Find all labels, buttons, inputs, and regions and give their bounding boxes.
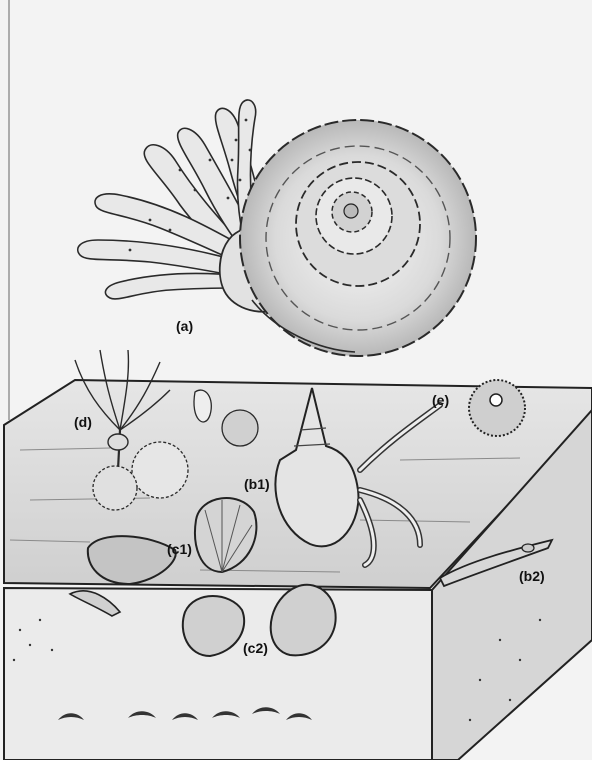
label-gastropod-b1: (b1): [244, 476, 270, 492]
label-turritella-b2: (b2): [519, 568, 545, 584]
label-crinoid: (d): [74, 414, 92, 430]
label-bivalve-c1: (c1): [167, 541, 192, 557]
label-oyster-c2: (c2): [243, 640, 268, 656]
label-ammonite: (a): [176, 318, 193, 334]
seafloor-block: [4, 380, 592, 760]
label-sea-urchin: (e): [432, 392, 449, 408]
sea-urchin-illustration: [469, 380, 525, 436]
ammonite-illustration: [78, 100, 476, 356]
ammonite-shell: [240, 120, 476, 356]
